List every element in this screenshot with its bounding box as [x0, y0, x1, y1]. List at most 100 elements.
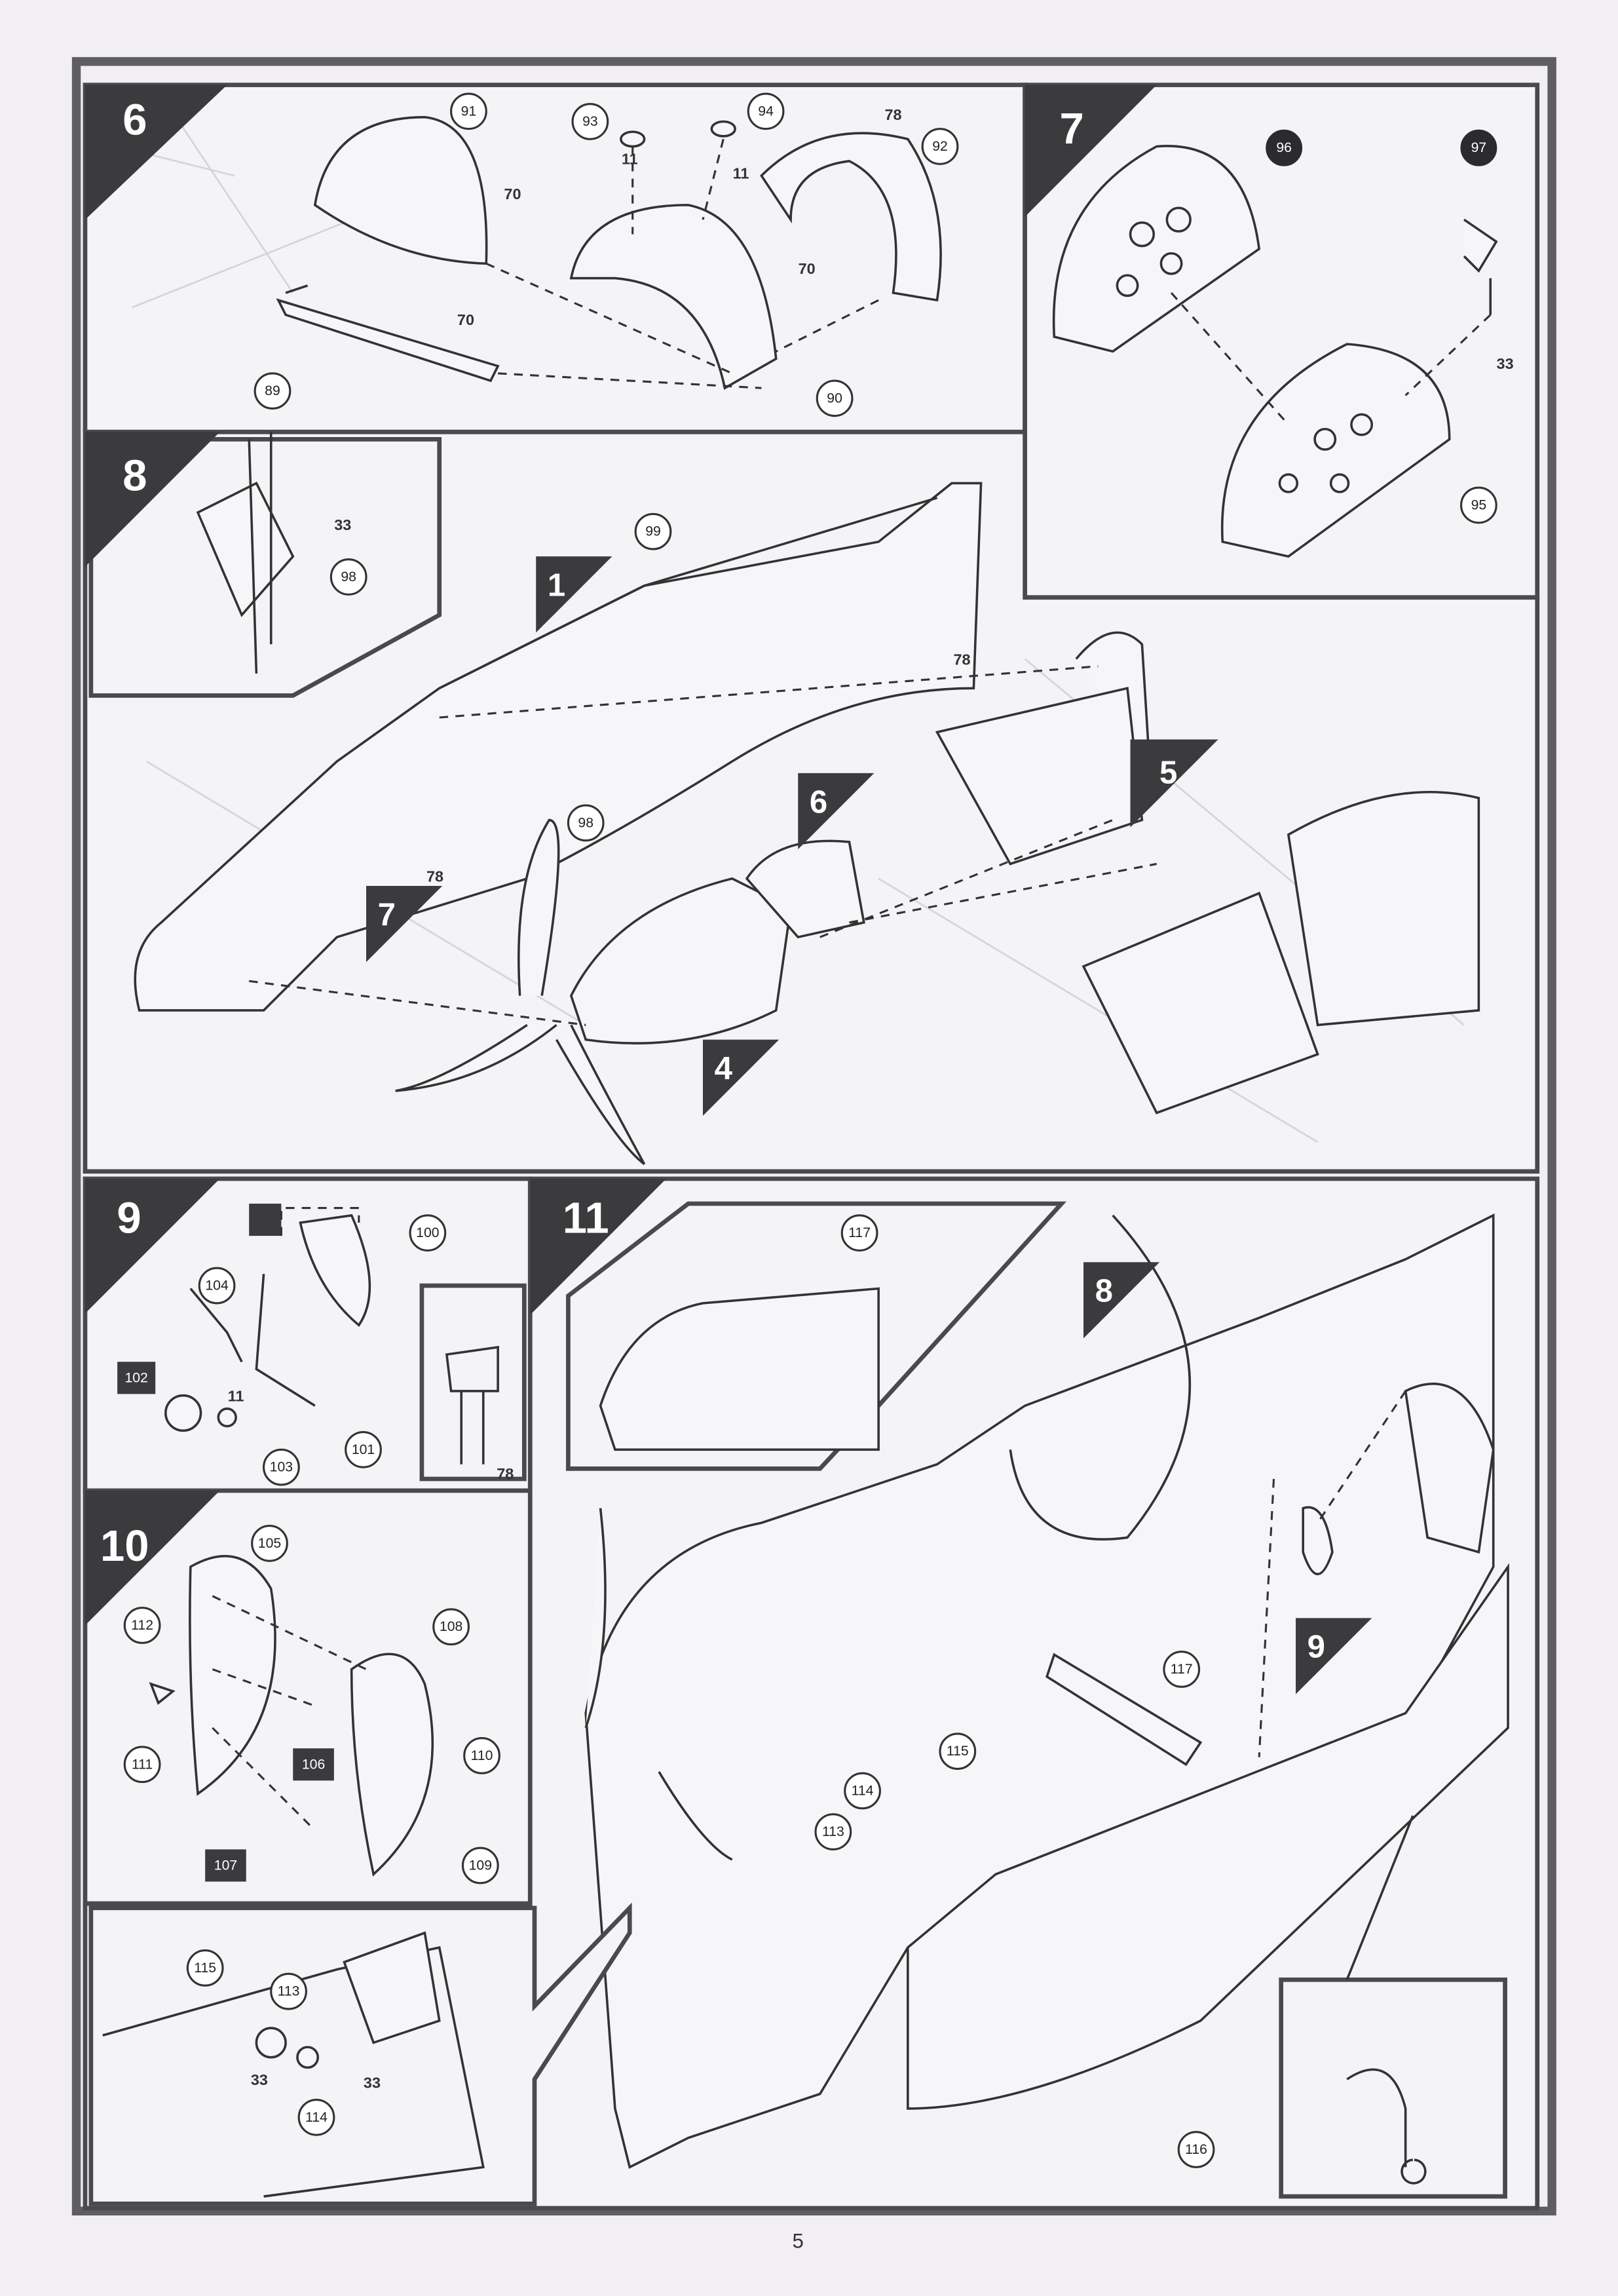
substep-1-marker: 1 [536, 556, 612, 633]
part-105-door [189, 1555, 276, 1796]
label-33: 33 [251, 2071, 268, 2088]
svg-text:112: 112 [131, 1618, 153, 1633]
part-92-bulkhead [760, 132, 942, 302]
fuselage-half [134, 482, 983, 1012]
svg-text:116: 116 [1185, 2142, 1207, 2157]
label-78: 78 [884, 106, 901, 123]
step-number: 11 [563, 1194, 609, 1243]
callout-103: 103 [263, 1448, 300, 1486]
svg-text:94: 94 [758, 104, 774, 119]
propeller [395, 818, 646, 1166]
step-8-panel: 98 33 8 99 98 78 78 1 6 5 7 4 [83, 429, 1540, 1174]
svg-text:108: 108 [440, 1619, 462, 1634]
callout-92: 92 [921, 128, 959, 165]
svg-text:113: 113 [822, 1824, 844, 1839]
part-117-strip [1045, 1653, 1203, 1767]
svg-text:95: 95 [1471, 497, 1487, 512]
detail-inset-engine-bay: 117 [566, 1201, 1067, 1471]
instrument-panel-front [1052, 144, 1261, 353]
svg-text:93: 93 [582, 114, 598, 129]
svg-text:115: 115 [194, 1961, 216, 1976]
svg-text:117: 117 [848, 1225, 871, 1240]
svg-text:5: 5 [1159, 755, 1177, 791]
callout-94: 94 [747, 92, 785, 130]
label-78: 78 [497, 1465, 514, 1482]
propeller [584, 1508, 733, 1861]
wing [907, 1563, 1509, 2110]
svg-text:90: 90 [827, 391, 842, 406]
svg-text:115: 115 [947, 1744, 969, 1759]
callout-91: 91 [450, 92, 487, 130]
fuselage-outline [1009, 1214, 1192, 1540]
part-95-instrument-panel [1220, 343, 1451, 558]
svg-text:100: 100 [416, 1225, 439, 1240]
svg-text:114: 114 [852, 1784, 874, 1799]
step-9-panel: 9 100 104 102 101 103 11 78 [83, 1176, 533, 1493]
part-102-wheel [164, 1394, 202, 1432]
callout-98: 98 [567, 804, 605, 842]
callout-108: 108 [432, 1608, 470, 1646]
step-number: 6 [122, 96, 147, 145]
callout-101: 101 [345, 1430, 382, 1468]
svg-text:92: 92 [932, 139, 948, 154]
svg-text:91: 91 [461, 104, 477, 119]
step-number: 7 [1059, 104, 1083, 153]
svg-text:98: 98 [341, 569, 356, 584]
callout-115: 115 [186, 1949, 224, 1987]
step-10-panel: 10 105 112 108 111 106 110 107 109 [83, 1488, 533, 1906]
detail-inset-8: 98 33 [88, 432, 442, 698]
cockpit-frame [935, 631, 1151, 866]
svg-text:6: 6 [810, 784, 827, 820]
step-6-panel: 6 91 93 94 92 89 90 70 11 11 78 70 70 [83, 83, 1027, 434]
part-102-label: 102 [117, 1362, 156, 1394]
svg-text:101: 101 [352, 1442, 375, 1457]
label-11: 11 [228, 1388, 244, 1405]
part-97-control [1463, 218, 1498, 315]
callout-89: 89 [254, 372, 292, 410]
label-11: 11 [622, 150, 638, 167]
callout-98: 98 [329, 558, 367, 596]
callout-97: 97 [1460, 129, 1497, 166]
svg-text:89: 89 [265, 383, 280, 398]
svg-text:97: 97 [1471, 140, 1487, 155]
callout-113: 113 [814, 1813, 852, 1850]
svg-text:103: 103 [270, 1460, 293, 1475]
callout-111: 111 [123, 1746, 161, 1784]
cockpit-assembly [1082, 790, 1480, 1115]
part-107-label: 107 [205, 1849, 246, 1882]
svg-text:111: 111 [132, 1757, 153, 1772]
svg-text:1: 1 [548, 567, 565, 603]
callout-116: 116 [1177, 2131, 1215, 2168]
callout-110: 110 [463, 1737, 500, 1774]
page-frame [71, 57, 1556, 2216]
svg-text:99: 99 [645, 524, 661, 539]
label-78: 78 [953, 651, 970, 668]
label-33: 33 [1497, 355, 1514, 372]
step-number: 8 [122, 451, 147, 501]
substep-8-marker: 8 [1083, 1262, 1160, 1339]
label-70: 70 [799, 260, 816, 277]
detail-inset-9 [419, 1283, 527, 1482]
callout-114: 114 [844, 1772, 881, 1810]
callout-93: 93 [571, 103, 609, 140]
step-7-badge [1025, 85, 1157, 217]
part-70-canopy-cover [313, 115, 488, 265]
part-89-tray [276, 284, 500, 383]
callout-105: 105 [251, 1524, 288, 1562]
label-78: 78 [426, 868, 443, 885]
svg-text:8: 8 [1095, 1273, 1113, 1309]
label-70: 70 [457, 311, 474, 328]
label-33: 33 [364, 2075, 381, 2092]
callout-117: 117 [1163, 1651, 1201, 1688]
callout-109: 109 [461, 1846, 499, 1885]
part-108-door [350, 1653, 434, 1877]
svg-text:104: 104 [205, 1278, 229, 1293]
svg-text:98: 98 [578, 815, 593, 830]
substep-6-marker: 6 [798, 773, 875, 850]
label-33: 33 [334, 516, 351, 533]
callout-90: 90 [816, 379, 854, 417]
label-11: 11 [733, 165, 749, 182]
svg-text:114: 114 [305, 2110, 328, 2125]
part-106-label: 106 [293, 1748, 334, 1781]
